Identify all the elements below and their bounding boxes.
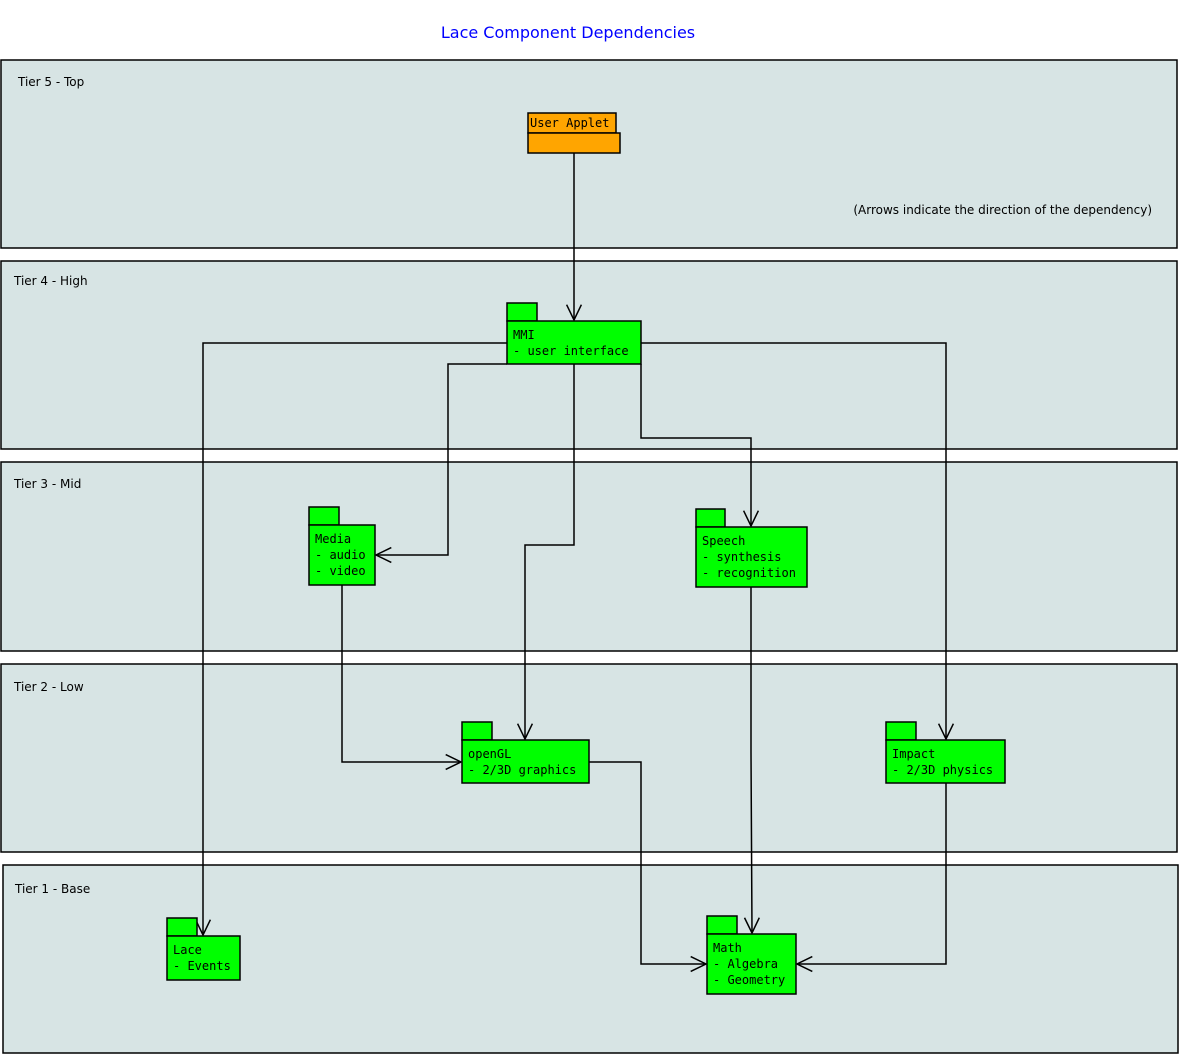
package-body (506, 320, 642, 365)
arrowhead-icon (690, 955, 708, 973)
tier-t5 (0, 59, 1178, 249)
package-body (461, 739, 590, 784)
package-impact[interactable]: Impact - 2/3D physics (885, 721, 1006, 784)
tier-t3 (0, 461, 1178, 652)
dependency-mmi-to-opengl (516, 364, 575, 741)
dependency-media-to-opengl (341, 585, 463, 771)
package-lace[interactable]: Lace - Events (166, 917, 241, 981)
package-body (308, 524, 376, 586)
package-name: openGL (468, 747, 511, 761)
package-feature: - audio (315, 548, 366, 562)
dependency-mmi-to-lace (194, 342, 507, 937)
dependency-line (750, 587, 753, 934)
package-body (527, 132, 621, 154)
dependency-line (341, 585, 461, 763)
package-name: Media (315, 532, 351, 546)
package-tab (885, 721, 917, 741)
diagram-title: Lace Component Dependencies (441, 23, 695, 42)
dependency-mmi-to-media (374, 363, 507, 564)
dependency-impact-to-math (795, 783, 947, 973)
package-media[interactable]: Media - audio - video (308, 506, 376, 586)
dependency-mmi-to-impact (641, 342, 955, 741)
package-tab (461, 721, 493, 741)
package-tab (506, 302, 538, 322)
tier-label: Tier 4 - High (13, 274, 88, 288)
package-feature: - 2/3D physics (892, 763, 993, 777)
dependency-line (376, 363, 507, 556)
package-speech[interactable]: Speech - synthesis - recognition (695, 508, 808, 588)
tier-label: Tier 1 - Base (14, 882, 90, 896)
dependency-opengl-to-math (589, 761, 708, 973)
package-opengl[interactable]: openGL - 2/3D graphics (461, 721, 590, 784)
arrowhead-icon (743, 917, 760, 935)
package-tab (706, 915, 738, 935)
package-feature: - recognition (702, 566, 796, 580)
arrowhead-icon (565, 304, 583, 322)
package-feature: - Events (173, 959, 231, 973)
dependency-line (797, 783, 947, 965)
dependency-speech-to-math (743, 587, 760, 935)
arrowhead-icon (516, 723, 534, 741)
package-tab (695, 508, 726, 528)
arrowhead-icon (194, 919, 212, 937)
package-body (166, 935, 241, 981)
package-name: Math (713, 941, 742, 955)
package-feature: - video (315, 564, 366, 578)
package-name: Speech (702, 534, 745, 548)
arrowhead-icon (374, 546, 392, 564)
tier-label: Tier 2 - Low (13, 680, 84, 694)
package-name: MMI (513, 328, 535, 342)
package-tab (166, 917, 198, 937)
arrowhead-icon (445, 753, 463, 771)
package-feature: - Algebra (713, 957, 778, 971)
package-body (695, 526, 808, 588)
package-applet[interactable]: User Applet (527, 112, 621, 154)
package-feature: - 2/3D graphics (468, 763, 576, 777)
package-body (885, 739, 1006, 784)
dependency-line (589, 761, 706, 965)
package-math[interactable]: Math - Algebra - Geometry (706, 915, 797, 995)
package-mmi[interactable]: MMI - user interface (506, 302, 642, 365)
arrowhead-icon (742, 510, 760, 528)
package-feature: - user interface (513, 344, 629, 358)
dependency-line (202, 342, 507, 935)
package-feature: - Geometry (713, 973, 785, 987)
dependency-line (641, 342, 947, 739)
dependency-line (640, 364, 752, 526)
package-tab (308, 506, 340, 526)
dependency-applet-to-mmi (565, 153, 583, 322)
arrowhead-icon (937, 723, 955, 741)
package-name: Impact (892, 747, 935, 761)
package-body (706, 933, 797, 995)
package-name: Lace (173, 943, 202, 957)
dependency-line (524, 364, 575, 739)
tier-label: Tier 3 - Mid (13, 477, 81, 491)
package-feature: - synthesis (702, 550, 781, 564)
dependency-mmi-to-speech (640, 364, 760, 528)
direction-note: (Arrows indicate the direction of the de… (853, 203, 1152, 217)
tier-label: Tier 5 - Top (17, 75, 84, 89)
arrowhead-icon (795, 955, 813, 973)
package-name: User Applet (530, 116, 609, 130)
